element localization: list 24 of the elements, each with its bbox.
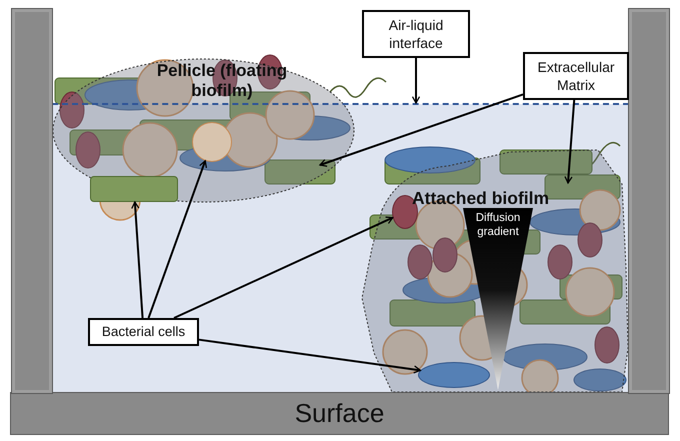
leader-arrow xyxy=(198,338,422,374)
leader-arrow xyxy=(564,100,576,184)
callout-box xyxy=(362,10,470,58)
leader-arrow xyxy=(131,201,144,318)
air-liquid-interface-line xyxy=(52,103,629,106)
leader-arrow xyxy=(319,93,524,167)
rod-bacterium xyxy=(90,176,178,202)
attached-biofilm-matrix xyxy=(360,148,630,392)
callout-text: Extracellular Matrix xyxy=(536,58,616,94)
leader-arrow xyxy=(174,216,394,319)
leader-arrow xyxy=(412,58,420,104)
leader-arrow xyxy=(148,160,207,318)
callout-text: Air-liquid interface xyxy=(388,16,444,52)
container-wall xyxy=(11,8,53,394)
attached-biofilm-label: Attached biofilm xyxy=(412,188,550,208)
callout-text: Bacterial cells xyxy=(102,323,186,341)
surface-base xyxy=(10,392,669,435)
diffusion-gradient-label: Diffusion gradient xyxy=(474,211,522,240)
container-wall xyxy=(628,8,670,394)
pellicle-ellipse xyxy=(52,58,355,203)
callout-box xyxy=(88,318,199,346)
surface-label: Surface xyxy=(294,398,384,429)
diffusion-gradient-wedge xyxy=(463,208,533,390)
callout-box xyxy=(523,52,629,100)
